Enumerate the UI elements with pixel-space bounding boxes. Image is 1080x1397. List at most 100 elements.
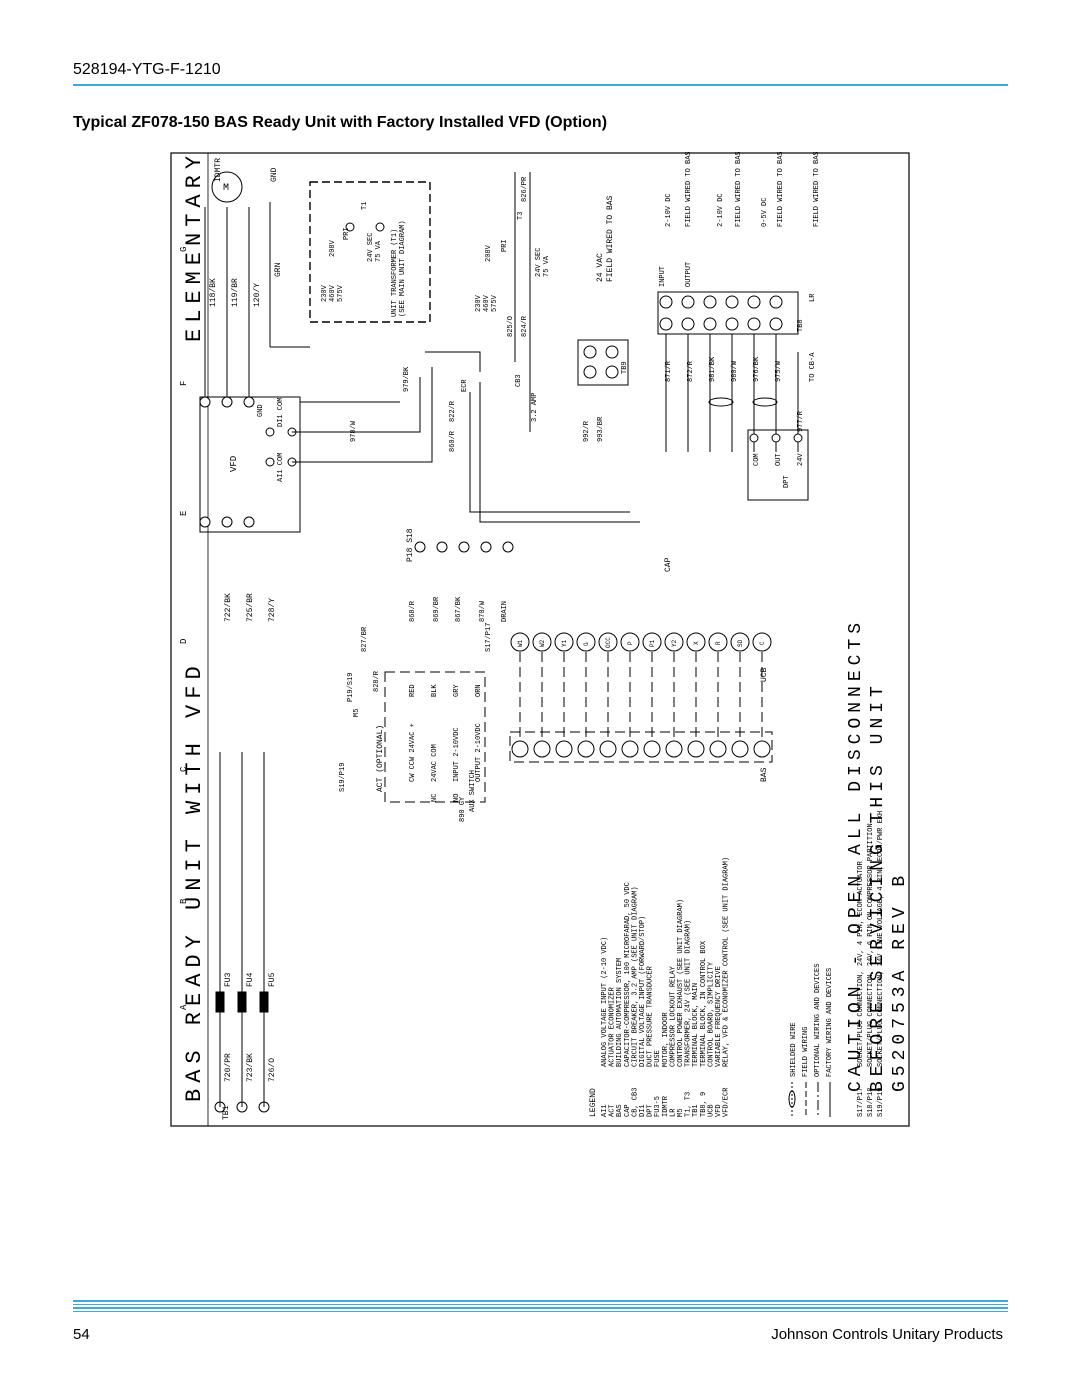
vfd-io-label: AI1 COM — [277, 453, 285, 482]
wire-label: 726/O — [268, 1058, 277, 1082]
ucb-term: G — [583, 642, 590, 646]
act-func: CW CCW 24VAC + — [409, 723, 417, 782]
legend-desc: CAPACITOR-COMPRESSOR, 100 MICROFARAD, 50… — [624, 882, 632, 1067]
tb9-label: TB9 — [621, 361, 629, 374]
act-color: ORN — [475, 684, 483, 697]
tb8-group: INPUT — [659, 266, 667, 287]
fuse-row — [214, 752, 270, 1113]
legend-desc: TERMINAL BLOCK, MAIN — [692, 983, 700, 1067]
amp-label: 3.2 AMP — [531, 393, 539, 422]
plug-code: S19/P19 — [877, 1088, 885, 1117]
wire-label: 868/R — [409, 600, 417, 622]
dpt-term: COM — [753, 453, 761, 466]
legend-code: DI1 — [639, 1104, 647, 1117]
wire-label: 872/R — [687, 360, 695, 382]
legend-code: VFD — [715, 1104, 723, 1117]
wire-label: 720/PR — [224, 1053, 233, 1082]
tb9-box — [577, 339, 629, 386]
fuse-label: FU3 — [224, 972, 233, 987]
bas-label: BAS — [760, 767, 769, 782]
legend-desc: DUCT PRESSURE TRANSDUCER — [647, 965, 655, 1067]
wire-label: 826/PR — [521, 176, 529, 202]
wire-label: 120/Y — [253, 283, 262, 307]
act-switch: AUX SWITCH — [469, 770, 477, 812]
tb8-field: FIELD WIRED TO BAS — [685, 152, 693, 227]
zone-label: D — [179, 639, 189, 644]
tb8-field: FIELD WIRED TO BAS — [777, 152, 785, 227]
legend-desc: CONTROL BOARD, SIMPLICITY — [707, 961, 715, 1067]
t1-text: 24V SEC — [367, 233, 375, 262]
t3-text: 208V — [485, 244, 493, 262]
legend-desc: VARIABLE FREQUENCY DRIVE — [715, 966, 723, 1067]
cb3-label: CB3 — [515, 374, 523, 387]
motor-m: M — [223, 183, 229, 194]
vfd-gnd-label: GND — [257, 404, 265, 417]
tb8-group: 2-10V DC — [665, 193, 673, 227]
wire-label: 869/BR — [433, 596, 441, 622]
wire-label: 822/R — [449, 400, 457, 422]
tb8-label: TB8 — [797, 319, 805, 332]
dpt-label: DPT — [783, 475, 791, 488]
vfd-label: VFD — [229, 456, 239, 472]
caution-text: CAUTION - OPEN ALL DISCONNECTS — [846, 618, 866, 1092]
wire-label: 870/W — [479, 600, 487, 622]
legend-desc: MOTOR, INDOOR — [662, 1012, 670, 1067]
legend-desc: DIGITAL VOLTAGE INPUT (FORWARD/STOP) — [639, 916, 647, 1067]
dpt-term: 24V — [797, 453, 805, 466]
wire-label: 824/R — [521, 315, 529, 337]
tb8-group: 2-10V DC — [717, 193, 725, 227]
zone-label: G — [179, 247, 189, 252]
t1-text: (SEE MAIN UNIT DIAGRAM) — [399, 220, 407, 317]
tb8-field: FIELD WIRED TO BAS — [813, 152, 821, 227]
fuse-label: FU5 — [268, 972, 277, 987]
plug-code: S17/P17 — [857, 1088, 865, 1117]
t1-text: T1 — [361, 202, 369, 210]
wire-label: 979/BK — [403, 366, 411, 392]
wire-label: 992/R — [583, 420, 591, 442]
ucb-label: UCB — [760, 667, 769, 682]
tb8-box — [657, 291, 799, 335]
act-func: 24VAC COM — [431, 744, 439, 782]
tb8-group: 0-5V DC — [761, 198, 769, 227]
plug-desc: SOCKET/PLUG CONNECTION, 24V, 6 PIN ON CO… — [867, 823, 875, 1067]
legend-desc: RELAY, VFD & ECONOMIZER CONTROL (SEE UNI… — [723, 857, 731, 1067]
wire-label: 978/W — [350, 420, 358, 442]
t1-text: UNIT TRANSFORMER (T1) — [391, 229, 399, 317]
wire-label: 118/BK — [209, 278, 218, 307]
legend-code: FU3-5 — [654, 1096, 662, 1117]
key-desc: OPTIONAL WIRING AND DEVICES — [814, 964, 822, 1077]
field-wired-label: FIELD WIRED TO BAS — [606, 195, 615, 282]
wire-label: 723/BK — [246, 1053, 255, 1082]
ucb-term: P — [627, 641, 634, 645]
wire-label: 119/BR — [231, 278, 240, 307]
wire-label: 722/BK — [224, 593, 233, 622]
ucb-term: X — [693, 641, 700, 645]
act-func: OUTPUT 2-10VDC — [475, 723, 483, 782]
wire-label: 728/Y — [268, 598, 277, 622]
motor-label: IDMTR — [214, 158, 223, 182]
vfd-box — [199, 396, 301, 533]
t3-text: PRI — [501, 239, 509, 252]
legend-desc: ANALOG VOLTAGE INPUT (2-10 VDC) — [601, 937, 609, 1067]
wiring-diagram: BAS READY UNIT WITH VFD ELEMENTARY A B C… — [170, 152, 910, 1127]
transformer-t1-box — [309, 181, 431, 323]
tb1-label: TB1 — [222, 1105, 231, 1120]
dpt-term: OUT — [775, 453, 783, 466]
zone-label: B — [179, 898, 189, 904]
m5-label: M5 — [353, 709, 361, 717]
key-desc: FIELD WIRING — [802, 1027, 810, 1077]
wire-label: 980/W — [731, 360, 739, 382]
wire-label: 825/O — [507, 316, 515, 337]
legend-desc: BUILDING AUTOMATION SYSTEM — [616, 958, 624, 1067]
ucb-term: Y1 — [561, 639, 568, 647]
ucb-term: SD — [737, 639, 744, 647]
key-desc: FACTORY WIRING AND DEVICES — [826, 968, 834, 1077]
legend-code: UCB — [707, 1104, 715, 1117]
act-color: GRY — [453, 684, 461, 697]
legend-desc: TRANSFORMER, 24V (SEE UNIT DIAGRAM) — [685, 920, 693, 1067]
document-id: 528194-YTG-F-1210 — [73, 61, 221, 78]
act-func: INPUT 2-10VDC — [453, 727, 461, 782]
tb8-field: FIELD WIRED TO BAS — [735, 152, 743, 227]
